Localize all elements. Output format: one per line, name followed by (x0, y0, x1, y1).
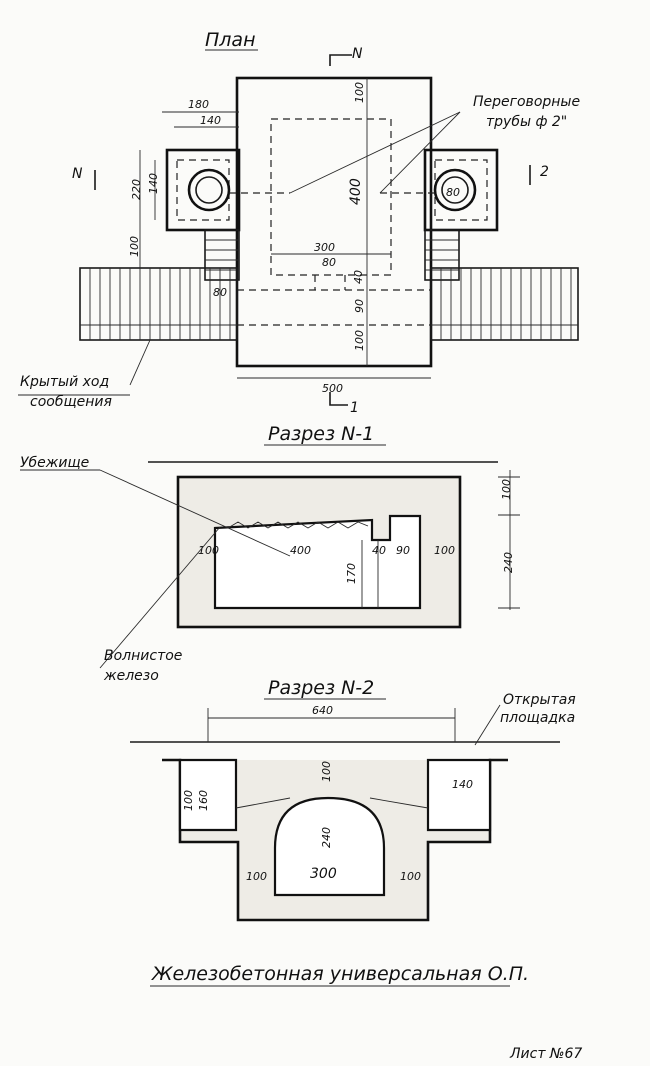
section-2-dim-100-bottom-left: 100 (246, 870, 267, 883)
section-1-dim-170: 170 (345, 563, 358, 584)
corrugated-iron-line1: Волнистое (104, 648, 182, 664)
drawing-caption: Железобетонная универсальная О.П. (151, 963, 529, 985)
sheet-number: Лист №67 (509, 1046, 582, 1062)
section-mark-top: N (352, 46, 363, 62)
section-2-dim-140: 140 (452, 778, 473, 791)
plan-dim-140: 140 (200, 114, 221, 127)
section-2-dim-100-crown: 100 (320, 761, 333, 782)
plan-view: План N 1 N 2 (18, 29, 580, 416)
plan-dim-220: 220 (130, 179, 143, 200)
section-mark-bottom: 1 (350, 400, 359, 416)
section-1-view: Разрез N-1 100 400 40 90 100 170 100 240… (20, 423, 520, 684)
covered-passage-line2: сообщения (30, 394, 112, 410)
section-1-title: Разрез N-1 (268, 423, 374, 445)
section-1-dim-100-right: 100 (434, 544, 455, 557)
section-1-dim-400: 400 (290, 544, 311, 557)
plan-dim-80-right: 80 (446, 186, 460, 199)
section-2-dim-240: 240 (320, 827, 333, 848)
section-2-dim-300: 300 (310, 866, 337, 882)
section-1-dim-40: 40 (372, 544, 386, 557)
section-2-dim-100-left: 100 (182, 790, 195, 811)
plan-dim-140b: 140 (147, 173, 160, 194)
plan-dim-100-bottom: 100 (353, 330, 366, 351)
section-2-dim-100-bottom-right: 100 (400, 870, 421, 883)
corrugated-iron-line2: железо (103, 668, 159, 684)
plan-dim-40: 40 (352, 270, 365, 284)
open-platform-line2: площадка (500, 710, 575, 726)
plan-dim-100-left: 100 (128, 236, 141, 257)
section-2-title: Разрез N-2 (268, 677, 374, 699)
plan-dim-100-top: 100 (353, 82, 366, 103)
plan-dim-500: 500 (322, 382, 343, 395)
section-2-dim-640: 640 (312, 704, 333, 717)
section-1-dim-100-top: 100 (500, 479, 513, 500)
plan-dim-180: 180 (188, 98, 209, 111)
shelter-label: Убежище (20, 455, 89, 471)
section-mark-right: 2 (540, 164, 549, 180)
section-1-dim-240: 240 (502, 552, 515, 573)
section-2-dim-160: 160 (197, 790, 210, 811)
section-mark-left: N (72, 166, 83, 182)
pipes-label-line2: трубы ф 2" (486, 114, 567, 130)
covered-passage-line1: Крытый ход (20, 374, 109, 390)
plan-dim-80-left: 80 (213, 286, 227, 299)
pipes-label-line1: Переговорные (473, 94, 580, 110)
section-1-dim-90: 90 (396, 544, 410, 557)
plan-dim-300: 300 (314, 241, 335, 254)
plan-dim-80-mid: 80 (322, 256, 336, 269)
plan-title: План (205, 29, 256, 51)
plan-dim-400: 400 (348, 178, 364, 205)
plan-dim-90: 90 (353, 299, 366, 313)
open-platform-line1: Открытая (503, 692, 576, 708)
section-2-view: Разрез N-2 640 100 160 140 100 240 100 3… (130, 677, 576, 922)
section-1-dim-100-left: 100 (198, 544, 219, 557)
